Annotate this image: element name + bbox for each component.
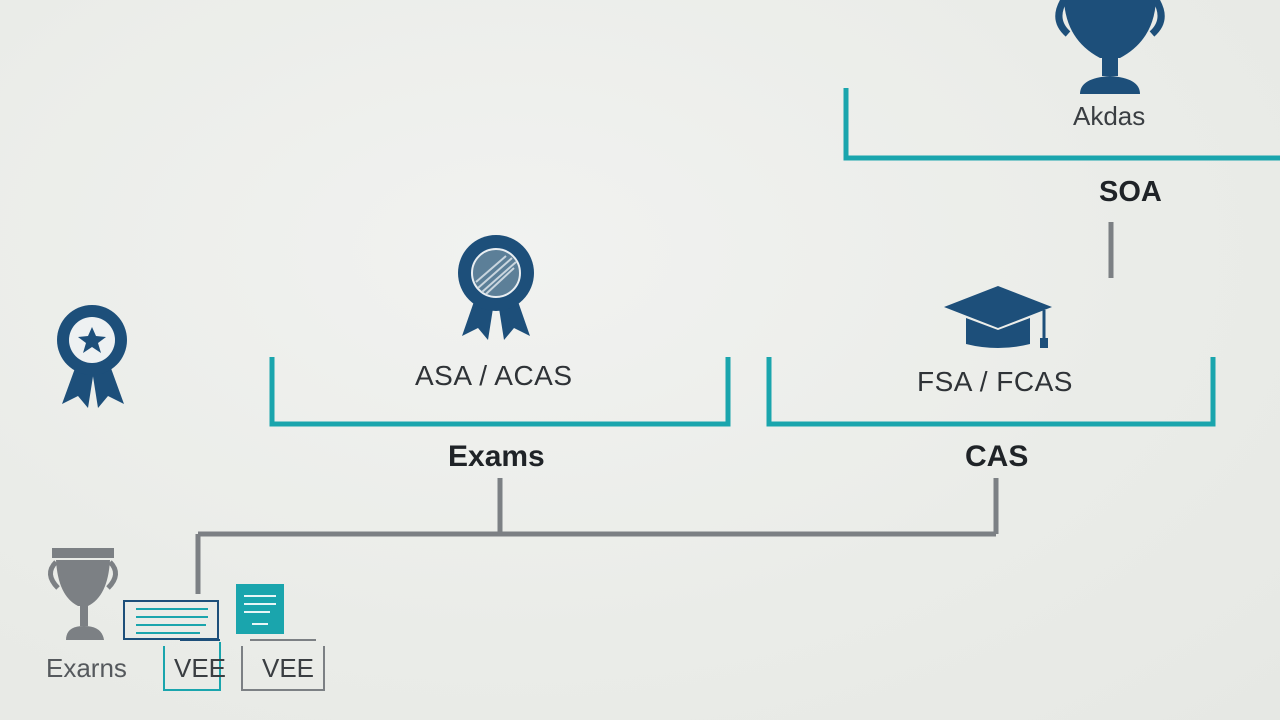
exams-label: Exams — [448, 440, 545, 473]
fsa-bracket — [766, 357, 1216, 427]
left-star-badge-icon — [57, 305, 127, 408]
soa-label: SOA — [1099, 176, 1162, 208]
fsa-fcas-label: FSA / FCAS — [917, 366, 1073, 397]
exams-small-label: Exarns — [46, 653, 127, 683]
asa-acas-label: ASA / ACAS — [415, 360, 573, 391]
graduation-cap-icon — [944, 286, 1052, 348]
top-bracket — [843, 88, 1280, 161]
asa-ribbon-icon — [458, 235, 534, 340]
cas-label: CAS — [965, 440, 1029, 473]
vee-label-1: VEE — [174, 653, 227, 683]
vee-bracket-2 — [241, 646, 325, 691]
vee-bracket-1 — [163, 642, 221, 691]
bottom-trophy-icon — [48, 548, 118, 640]
vee-label-2: VEE — [262, 653, 315, 683]
asa-bracket — [269, 357, 731, 427]
top-trophy-icon — [1055, 0, 1165, 94]
document-icon — [236, 584, 284, 634]
top-award-label: Akdas — [1073, 101, 1146, 131]
connector-tree — [195, 478, 999, 594]
certificate-icon — [123, 600, 219, 640]
